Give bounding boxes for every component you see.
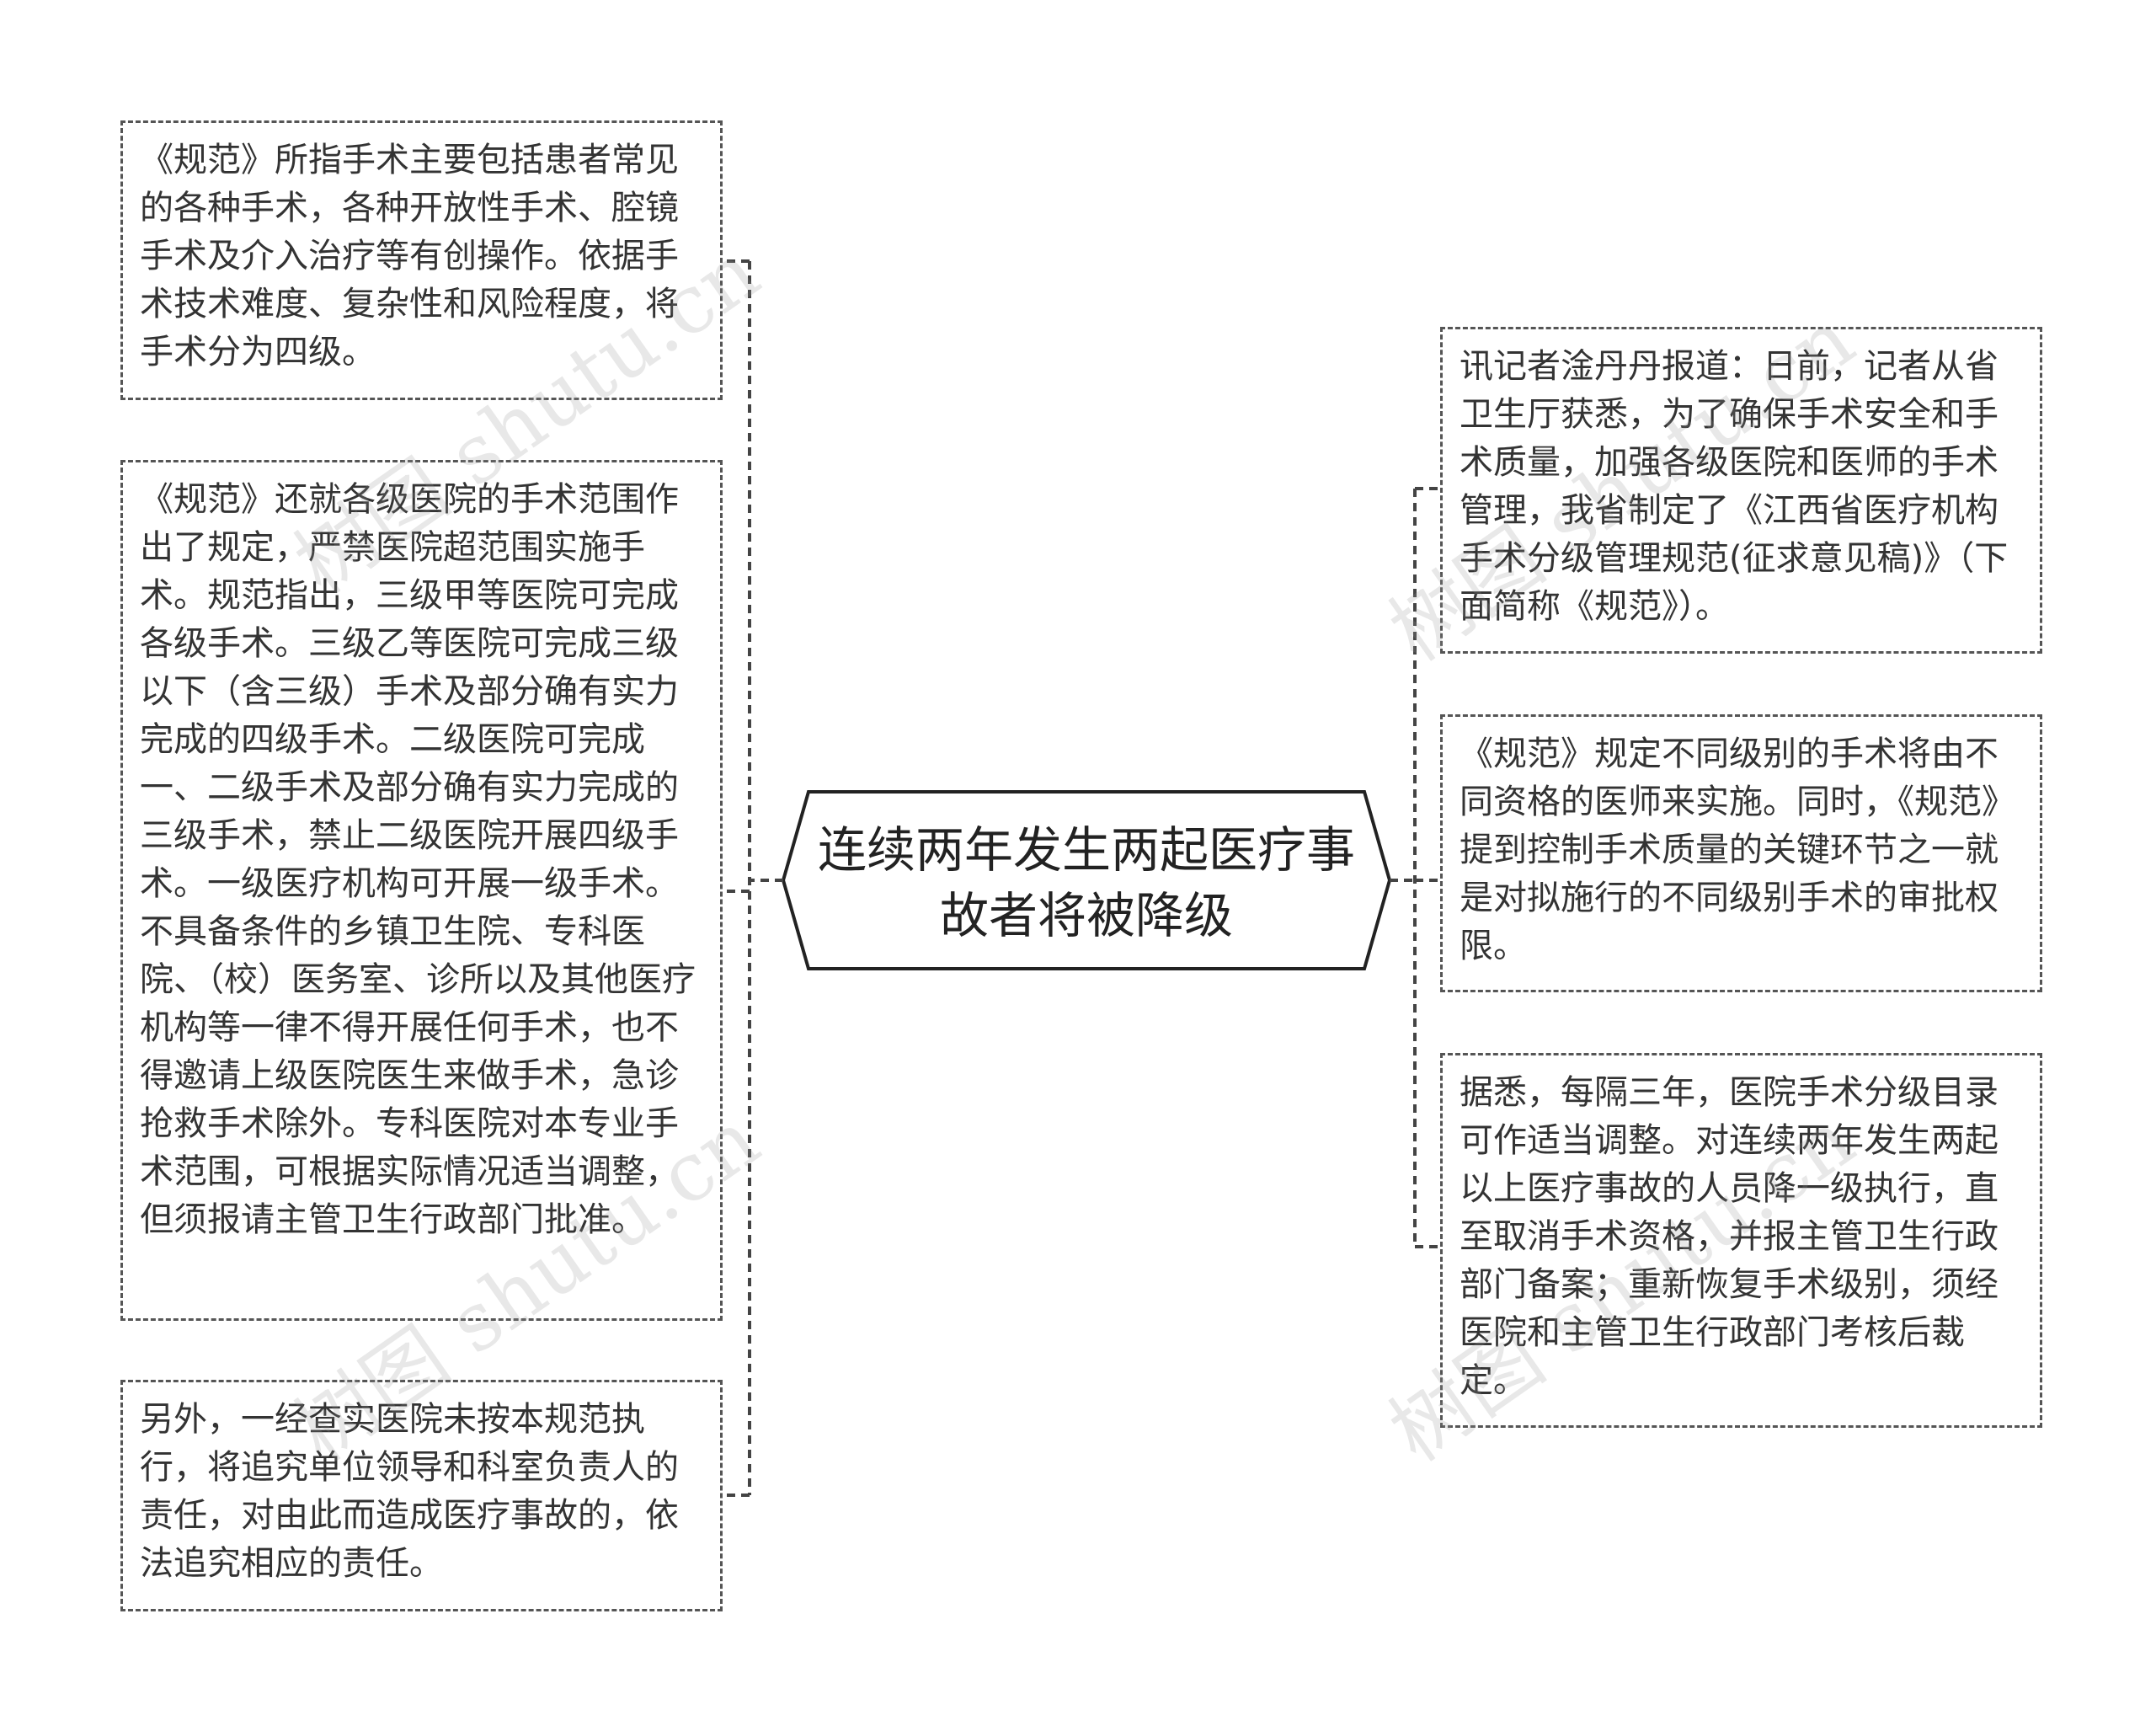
- right-node-approval[interactable]: 《规范》规定不同级别的手术将由不同资格的医师来实施。同时，《规范》提到控制手术质…: [1440, 714, 2042, 992]
- right-node-adjustment[interactable]: 据悉，每隔三年，医院手术分级目录可作适当调整。对连续两年发生两起以上医疗事故的人…: [1440, 1053, 2042, 1428]
- left-connectors: [724, 259, 783, 1497]
- left-node-text: 另外，一经查实医院未按本规范执行，将追究单位领导和科室负责人的责任，对由此而造成…: [140, 1400, 679, 1583]
- right-node-report[interactable]: 讯记者淦丹丹报道：日前，记者从省卫生厅获悉，为了确保手术安全和手术质量，加强各级…: [1440, 327, 2042, 654]
- center-node-label: 连续两年发生两起医疗事故者将被降级: [817, 821, 1355, 944]
- right-node-text: 《规范》规定不同级别的手术将由不同资格的医师来实施。同时，《规范》提到控制手术质…: [1460, 735, 2015, 965]
- left-node-surgery-scope[interactable]: 《规范》所指手术主要包括患者常见的各种手术，各种开放性手术、腔镜手术及介入治疗等…: [120, 120, 723, 400]
- left-node-accountability[interactable]: 另外，一经查实医院未按本规范执行，将追究单位领导和科室负责人的责任，对由此而造成…: [120, 1380, 723, 1611]
- left-node-hospital-levels[interactable]: 《规范》还就各级医院的手术范围作出了规定，严禁医院超范围实施手术。规范指出，三级…: [120, 460, 723, 1321]
- left-node-text: 《规范》还就各级医院的手术范围作出了规定，严禁医院超范围实施手术。规范指出，三级…: [140, 480, 696, 1239]
- right-connectors: [1390, 487, 1440, 1248]
- right-node-text: 讯记者淦丹丹报道：日前，记者从省卫生厅获悉，为了确保手术安全和手术质量，加强各级…: [1460, 347, 2009, 626]
- center-node[interactable]: 连续两年发生两起医疗事故者将被降级: [792, 799, 1381, 967]
- right-node-text: 据悉，每隔三年，医院手术分级目录可作适当调整。对连续两年发生两起以上医疗事故的人…: [1460, 1073, 1999, 1400]
- left-node-text: 《规范》所指手术主要包括患者常见的各种手术，各种开放性手术、腔镜手术及介入治疗等…: [140, 141, 679, 371]
